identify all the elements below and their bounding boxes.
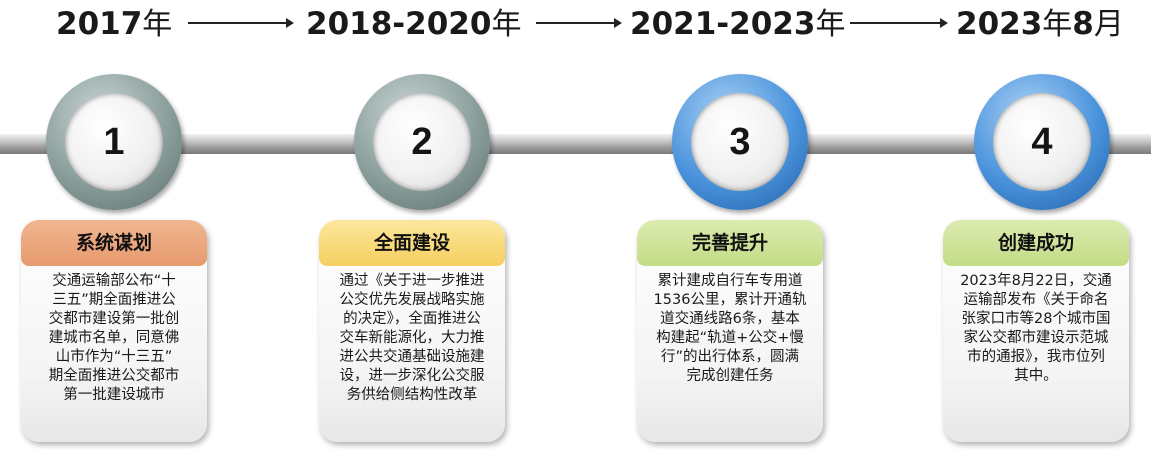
stage-description: 通过《关于进一步推进 公交优先发展战略实施 的决定》，全面推进公 交车新能源化，… xyxy=(339,273,485,403)
stage-node-4: 4 xyxy=(974,74,1110,210)
stage-node-3: 3 xyxy=(672,74,808,210)
stage-card-2: 全面建设 通过《关于进一步推进 公交优先发展战略实施 的决定》，全面推进公 交车… xyxy=(319,220,505,442)
stage-description: 交通运输部公布“十 三五”期全面推进公 交都市建设第一批创 建城市名单，同意佛 … xyxy=(48,273,180,403)
stage-description: 累计建成自行车专用道 1536公里，累计开通轨 道交通线路6条，基本 构建起“轨… xyxy=(653,273,807,384)
stage-card-4: 创建成功 2023年8月22日，交通 运输部发布《关于命名 张家口市等28个城市… xyxy=(943,220,1129,442)
stage-title: 系统谋划 xyxy=(21,220,207,266)
stage-title: 完善提升 xyxy=(637,220,823,266)
stage-number: 2 xyxy=(411,121,433,163)
timeline-arrow-1 xyxy=(188,18,294,28)
stage-title: 创建成功 xyxy=(943,220,1129,266)
year-label-2: 2018-2020年 xyxy=(306,6,522,42)
timeline-arrow-2 xyxy=(536,18,622,28)
year-label-4: 2023年8月 xyxy=(956,6,1124,42)
stage-node-2: 2 xyxy=(354,74,490,210)
stage-number: 1 xyxy=(103,121,125,163)
stage-title: 全面建设 xyxy=(319,220,505,266)
timeline-arrow-3 xyxy=(850,18,948,28)
stage-description: 2023年8月22日，交通 运输部发布《关于命名 张家口市等28个城市国 家公交… xyxy=(960,273,1112,384)
stage-card-1: 系统谋划 交通运输部公布“十 三五”期全面推进公 交都市建设第一批创 建城市名单… xyxy=(21,220,207,442)
year-label-1: 2017年 xyxy=(56,6,173,42)
timeline-bar xyxy=(0,134,1151,154)
stage-number: 3 xyxy=(729,121,751,163)
year-label-3: 2021-2023年 xyxy=(630,6,846,42)
stage-card-3: 完善提升 累计建成自行车专用道 1536公里，累计开通轨 道交通线路6条，基本 … xyxy=(637,220,823,442)
stage-node-1: 1 xyxy=(46,74,182,210)
stage-number: 4 xyxy=(1031,121,1053,163)
